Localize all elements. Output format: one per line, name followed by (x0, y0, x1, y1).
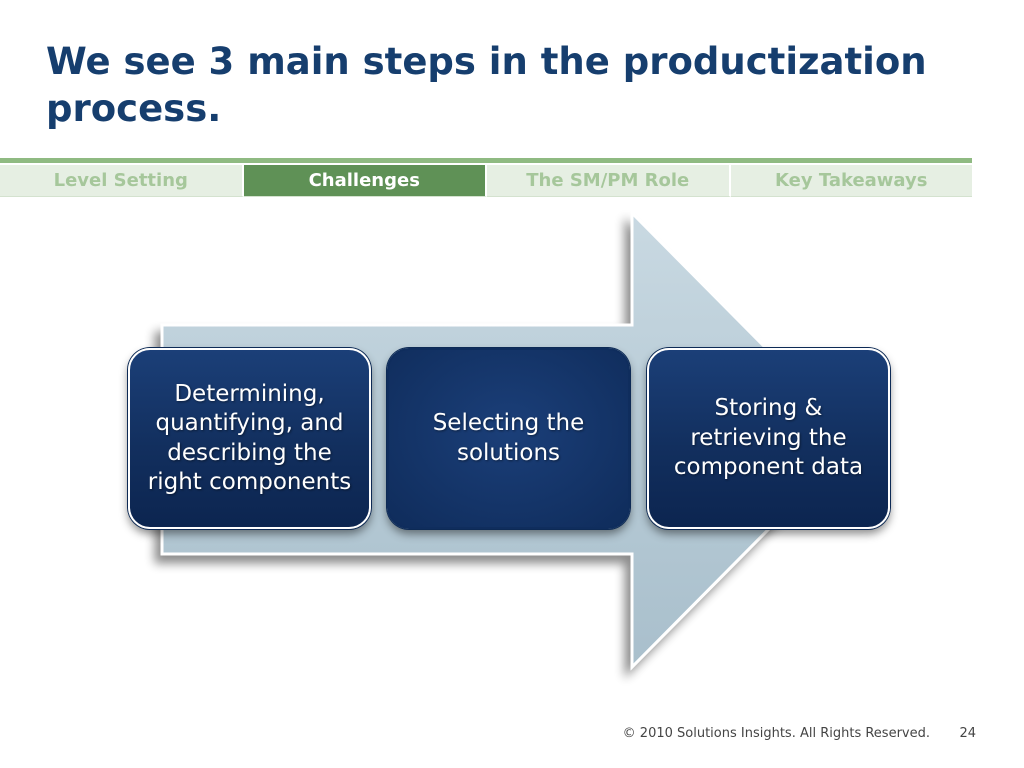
step-2-label: Selecting the solutions (432, 410, 585, 466)
slide-title: We see 3 main steps in the productizatio… (46, 40, 927, 130)
nav-tab-key-takeaways[interactable]: Key Takeaways (730, 165, 972, 197)
nav-tab-sm-pm-role[interactable]: The SM/PM Role (487, 165, 731, 197)
copyright-notice: © 2010 Solutions Insights. All Rights Re… (622, 726, 930, 741)
step-box-1: Determining, quantifying, and describing… (128, 348, 371, 529)
step-1-label: Determining, quantifying, and describing… (147, 380, 352, 496)
nav-tab-challenges[interactable]: Challenges (243, 165, 487, 197)
page-number: 24 (959, 726, 976, 741)
nav-divider (0, 158, 972, 163)
step-box-3: Storing & retrieving the component data (647, 348, 890, 529)
step-box-2: Selecting the solutions (387, 348, 630, 529)
step-3-label: Storing & retrieving the component data (673, 395, 864, 481)
section-nav: Level Setting Challenges The SM/PM Role … (0, 165, 972, 197)
nav-tab-level-setting[interactable]: Level Setting (0, 165, 244, 197)
